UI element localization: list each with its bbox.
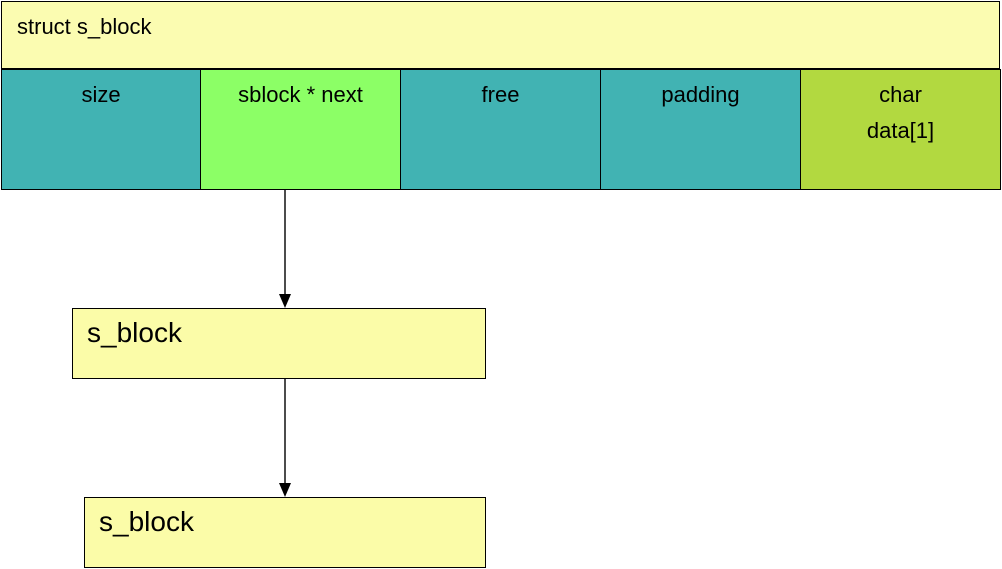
arrow-node-1-to-node-2 [279,379,291,497]
field-data-label-line-1: char [879,82,922,107]
field-padding-label: padding [661,82,740,107]
field-data-label-line-2: data[1] [866,118,935,143]
struct-header: struct s_block [1,1,1000,69]
linked-node-2-label: s_block [99,506,194,537]
struct-title: struct s_block [17,14,152,39]
arrow-next-to-node-1 [279,190,291,308]
field-free: free [401,69,601,190]
field-size-label: size [81,82,121,107]
linked-node-1: s_block [72,308,486,379]
field-size: size [1,69,201,190]
field-next-pointer: sblock * next [201,69,401,190]
linked-node-2: s_block [84,497,486,568]
struct-fields-row: size sblock * next free padding char dat… [1,69,1001,190]
field-next-pointer-label: sblock * next [238,82,363,107]
field-data: char data[1] [801,69,1001,190]
linked-node-1-label: s_block [87,317,182,348]
field-padding: padding [601,69,801,190]
field-free-label: free [481,82,520,107]
